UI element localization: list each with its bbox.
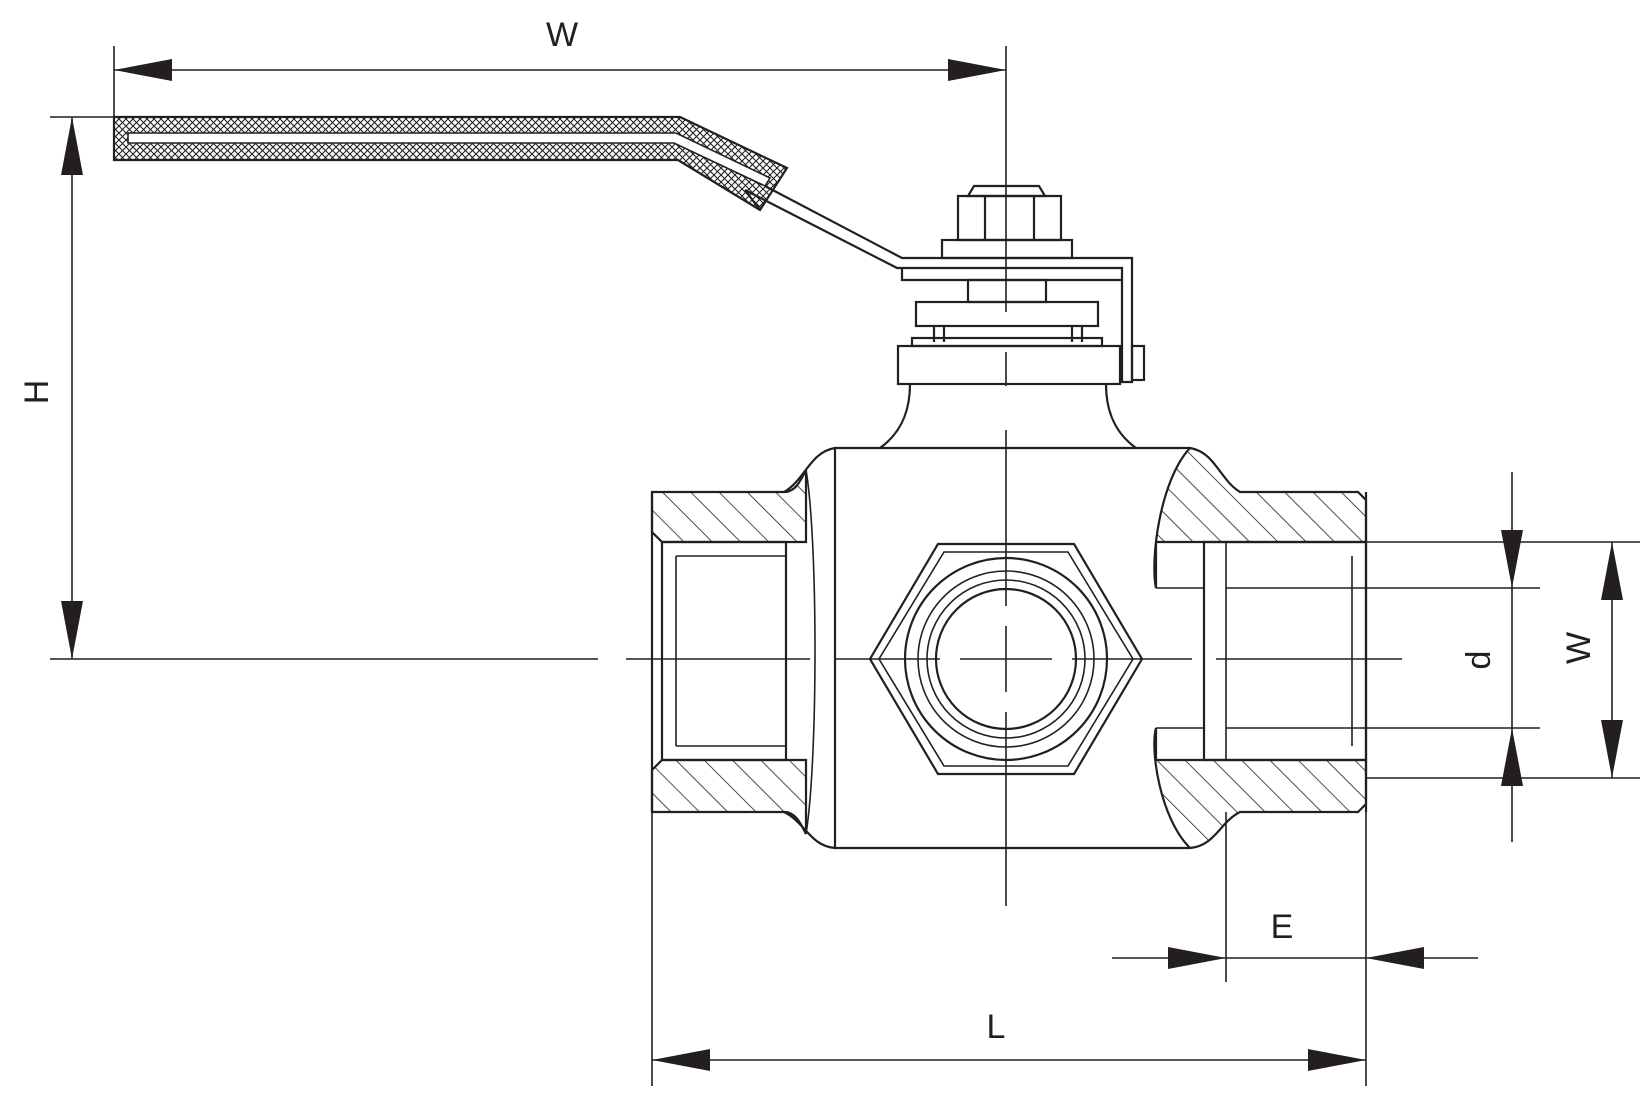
dim-l-label: L <box>987 1008 1006 1046</box>
lever-handle <box>112 115 1146 384</box>
left-ball-seat <box>805 469 816 835</box>
stem-washer <box>940 238 1074 260</box>
dim-d-label: d <box>1460 651 1498 670</box>
right-end-wall-bottom <box>1153 727 1368 850</box>
handle-grip <box>112 115 789 212</box>
dim-h-arrow-top <box>61 117 83 175</box>
dim-e-arrow-left <box>1168 947 1226 969</box>
dimension-height: H <box>18 116 114 659</box>
dimension-port-width: W <box>1366 541 1640 779</box>
dimension-port-diameter: d <box>1226 472 1540 842</box>
dim-w-arrow-left <box>114 59 172 81</box>
right-end-wall-top <box>1153 446 1368 589</box>
left-end-wall-top <box>650 469 808 544</box>
left-body-shoulder <box>783 446 837 850</box>
dim-e-label: E <box>1271 908 1294 946</box>
bonnet-flange <box>896 344 1122 386</box>
dim-l-arrow-right <box>1308 1049 1366 1071</box>
bonnet-neck <box>879 383 1137 449</box>
dim-l-arrow-left <box>652 1049 710 1071</box>
handle-lock-tab <box>1130 344 1146 382</box>
stem-nut <box>956 194 1063 242</box>
dim-wp-arrow-top <box>1601 542 1623 600</box>
dim-wp-label: W <box>1560 632 1598 664</box>
right-bore-to-ball <box>1156 587 1204 729</box>
center-body <box>835 446 1190 850</box>
dim-e-arrow-right <box>1366 947 1424 969</box>
dim-h-label: H <box>18 380 56 405</box>
handle-arm-lower <box>744 189 1122 282</box>
dimension-handle-width: W <box>113 16 1006 117</box>
stem-spacer <box>966 278 1048 304</box>
left-end-wall-bottom <box>650 758 808 835</box>
gland-ring <box>910 336 1104 348</box>
left-port-bore <box>660 540 788 762</box>
gland-legs <box>932 326 1084 342</box>
dimension-thread-length: E <box>1112 812 1478 1086</box>
dim-w-arrow-right <box>948 59 1006 81</box>
handle-arm <box>744 185 1134 384</box>
left-port-thread <box>675 555 786 747</box>
center-lines <box>50 46 1402 906</box>
dim-d-arrow-top <box>1501 530 1523 588</box>
dim-h-arrow-bottom <box>61 601 83 659</box>
stem-assembly <box>879 184 1137 449</box>
dim-wp-arrow-bottom <box>1601 720 1623 778</box>
dim-d-arrow-bottom <box>1501 728 1523 786</box>
gland-plate <box>914 300 1100 328</box>
dimension-overall-length: L <box>651 812 1366 1086</box>
dim-w-label: W <box>546 16 578 54</box>
valve-body <box>650 446 1368 850</box>
